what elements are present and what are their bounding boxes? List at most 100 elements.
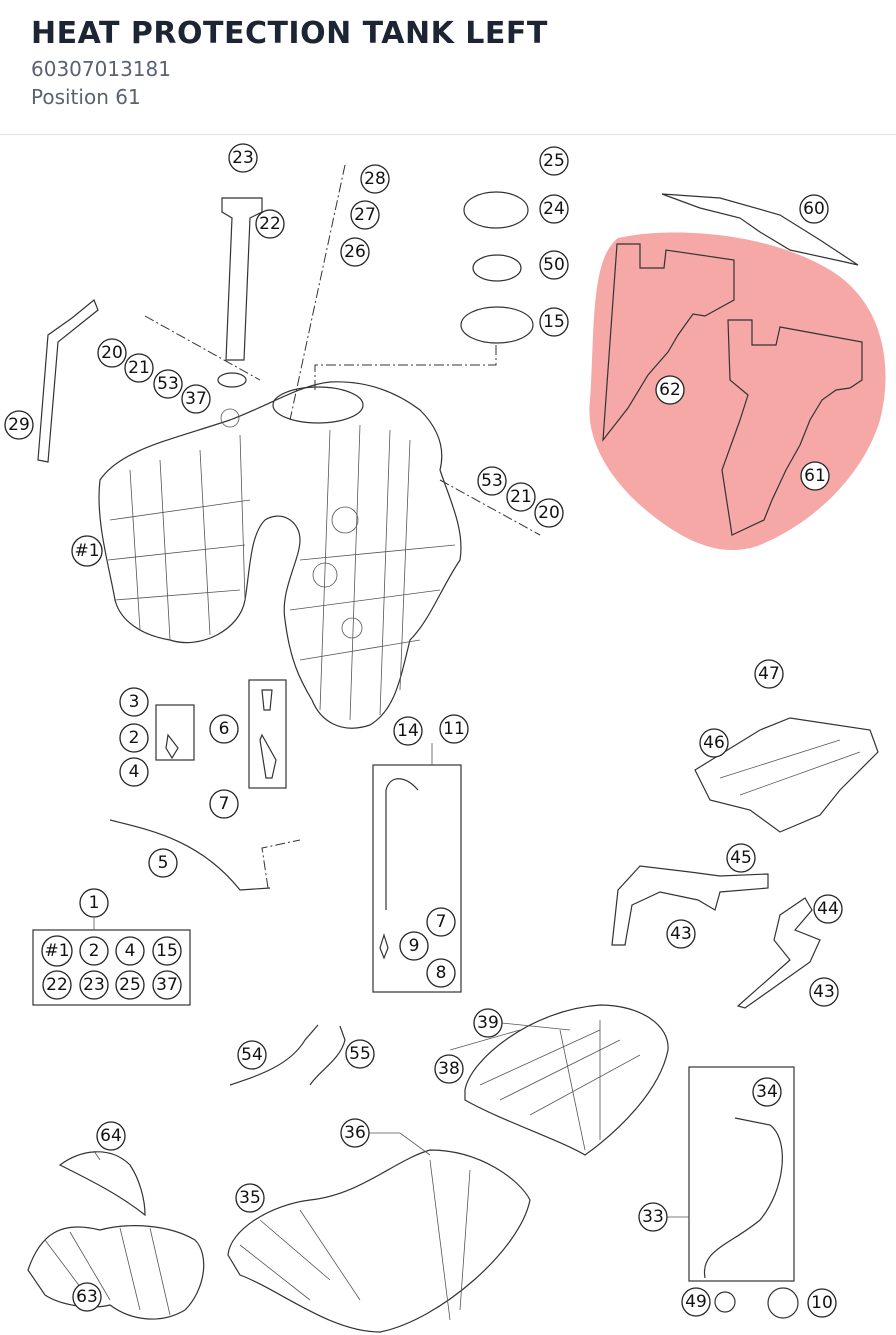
part-2-valve	[166, 735, 178, 758]
callout-45[interactable]: 45	[727, 844, 755, 872]
page-header: HEAT PROTECTION TANK LEFT 60307013181 Po…	[0, 0, 896, 135]
part-15-ring	[461, 307, 533, 343]
callout-5[interactable]: 5	[149, 849, 177, 877]
svg-text:61: 61	[804, 466, 826, 486]
callout-53b[interactable]: 53	[478, 467, 506, 495]
callout-62[interactable]: 62	[656, 376, 684, 404]
callout-10[interactable]: 10	[808, 1289, 836, 1317]
svg-text:7: 7	[436, 912, 447, 932]
callout-37[interactable]: 37	[182, 385, 210, 413]
callout-35[interactable]: 35	[236, 1184, 264, 1212]
callout-60[interactable]: 60	[800, 195, 828, 223]
svg-text:36: 36	[344, 1123, 366, 1143]
kit-item-8[interactable]: 37	[153, 971, 181, 999]
callout-46[interactable]: 46	[700, 729, 728, 757]
callout-14[interactable]: 14	[394, 717, 422, 745]
callout-38[interactable]: 38	[435, 1055, 463, 1083]
svg-text:23: 23	[232, 148, 254, 168]
part-50-seal	[473, 255, 521, 281]
callout-15[interactable]: 15	[540, 308, 568, 336]
callout-61[interactable]: 61	[801, 462, 829, 490]
svg-text:39: 39	[477, 1013, 499, 1033]
highlight-blob	[589, 233, 885, 551]
svg-text:33: 33	[642, 1207, 664, 1227]
part-64-cover	[60, 1152, 145, 1215]
part-63-seat	[28, 1226, 204, 1319]
svg-text:9: 9	[409, 936, 420, 956]
svg-text:46: 46	[703, 733, 725, 753]
callout-3[interactable]: 3	[120, 688, 148, 716]
part-24-cap	[464, 192, 528, 228]
svg-text:29: 29	[8, 415, 30, 435]
svg-text:21: 21	[510, 487, 532, 507]
callout-64[interactable]: 64	[97, 1122, 125, 1150]
part-9-valve	[380, 935, 388, 958]
callout-2[interactable]: 2	[120, 724, 148, 752]
callout-54[interactable]: 54	[238, 1041, 266, 1069]
callout-22[interactable]: 22	[256, 210, 284, 238]
callout-33[interactable]: 33	[639, 1203, 667, 1231]
callout-44[interactable]: 44	[814, 895, 842, 923]
callout-7[interactable]: 7	[210, 790, 238, 818]
kit-item-1[interactable]: #1	[42, 936, 72, 966]
callout-39[interactable]: 39	[474, 1009, 502, 1037]
svg-text:5: 5	[158, 853, 169, 873]
callout-20[interactable]: 20	[98, 339, 126, 367]
callout-49[interactable]: 49	[682, 1288, 710, 1316]
callout-34[interactable]: 34	[753, 1078, 781, 1106]
svg-text:3: 3	[129, 692, 140, 712]
svg-text:10: 10	[811, 1293, 833, 1313]
kit-item-6[interactable]: 23	[80, 971, 108, 999]
svg-text:22: 22	[46, 975, 68, 995]
callout-43[interactable]: 43	[667, 920, 695, 948]
callout-28[interactable]: 28	[361, 165, 389, 193]
callout-47[interactable]: 47	[755, 660, 783, 688]
callout-1[interactable]: 1	[80, 889, 108, 917]
callout-20b[interactable]: 20	[535, 499, 563, 527]
svg-text:53: 53	[481, 471, 503, 491]
callout-36[interactable]: 36	[341, 1119, 369, 1147]
callout-25[interactable]: 25	[540, 147, 568, 175]
callout-24[interactable]: 24	[540, 195, 568, 223]
kit-item-2[interactable]: 2	[80, 937, 108, 965]
callout-55[interactable]: 55	[346, 1040, 374, 1068]
callout-9[interactable]: 9	[400, 932, 428, 960]
callout-21[interactable]: 21	[125, 354, 153, 382]
position-label: Position 61	[31, 85, 141, 109]
callout-53[interactable]: 53	[154, 370, 182, 398]
kit-item-4[interactable]: 15	[153, 937, 181, 965]
callout-21b[interactable]: 21	[507, 483, 535, 511]
callout-29[interactable]: 29	[5, 411, 33, 439]
callout-4[interactable]: 4	[120, 758, 148, 786]
kit-item-5[interactable]: 22	[43, 971, 71, 999]
svg-text:62: 62	[659, 380, 681, 400]
svg-text:23: 23	[83, 975, 105, 995]
callout-23[interactable]: 23	[229, 144, 257, 172]
svg-text:4: 4	[129, 762, 140, 782]
part-29-hose	[38, 300, 98, 462]
kit-item-3[interactable]: 4	[116, 937, 144, 965]
callout-63[interactable]: 63	[73, 1283, 101, 1311]
svg-text:38: 38	[438, 1059, 460, 1079]
svg-text:47: 47	[758, 664, 780, 684]
callout-7b[interactable]: 7	[427, 908, 455, 936]
callout-43b[interactable]: 43	[810, 978, 838, 1006]
fuel-tank	[99, 382, 461, 728]
highlight-region[interactable]	[589, 233, 885, 551]
svg-text:28: 28	[364, 169, 386, 189]
page-title: HEAT PROTECTION TANK LEFT	[31, 16, 548, 51]
svg-text:34: 34	[756, 1082, 778, 1102]
callout-11[interactable]: 11	[440, 715, 468, 743]
callout-50[interactable]: 50	[540, 251, 568, 279]
svg-text:20: 20	[101, 343, 123, 363]
part-number: 60307013181	[31, 57, 171, 81]
svg-text:26: 26	[344, 242, 366, 262]
callout-27[interactable]: 27	[351, 201, 379, 229]
callout-8[interactable]: 8	[427, 959, 455, 987]
svg-text:1: 1	[89, 893, 100, 913]
svg-text:53: 53	[157, 374, 179, 394]
kit-item-7[interactable]: 25	[116, 971, 144, 999]
callout-tank-1[interactable]: #1	[72, 536, 102, 566]
callout-6[interactable]: 6	[210, 715, 238, 743]
callout-26[interactable]: 26	[341, 238, 369, 266]
